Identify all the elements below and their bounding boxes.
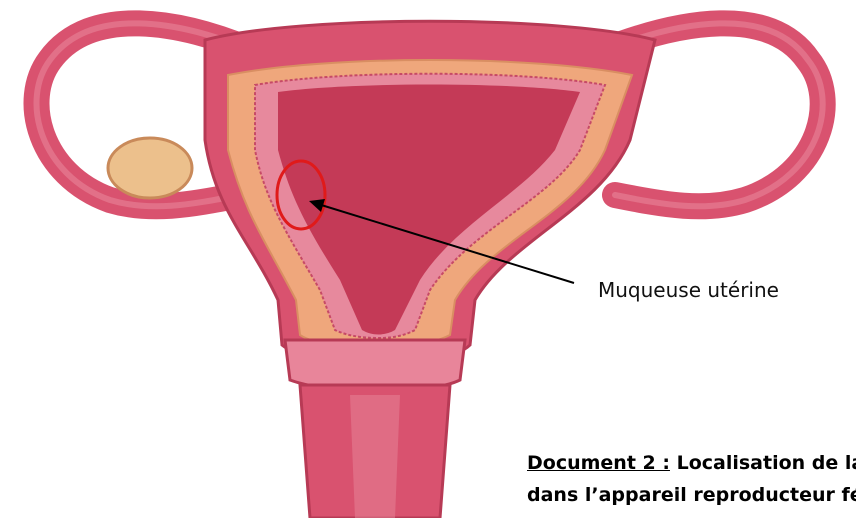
mucosa-label: Muqueuse utérine xyxy=(598,278,779,302)
document-caption: Document 2 : Localisation de la muqueuse… xyxy=(527,447,856,511)
left-ovary xyxy=(108,138,192,198)
caption-title-2: dans l’appareil reproducteur féminin xyxy=(527,479,856,511)
document-number: Document 2 : xyxy=(527,452,670,474)
caption-title-1: Localisation de la muqueuse utérine xyxy=(677,452,856,474)
caption-line-1: Document 2 : Localisation de la muqueuse… xyxy=(527,447,856,479)
